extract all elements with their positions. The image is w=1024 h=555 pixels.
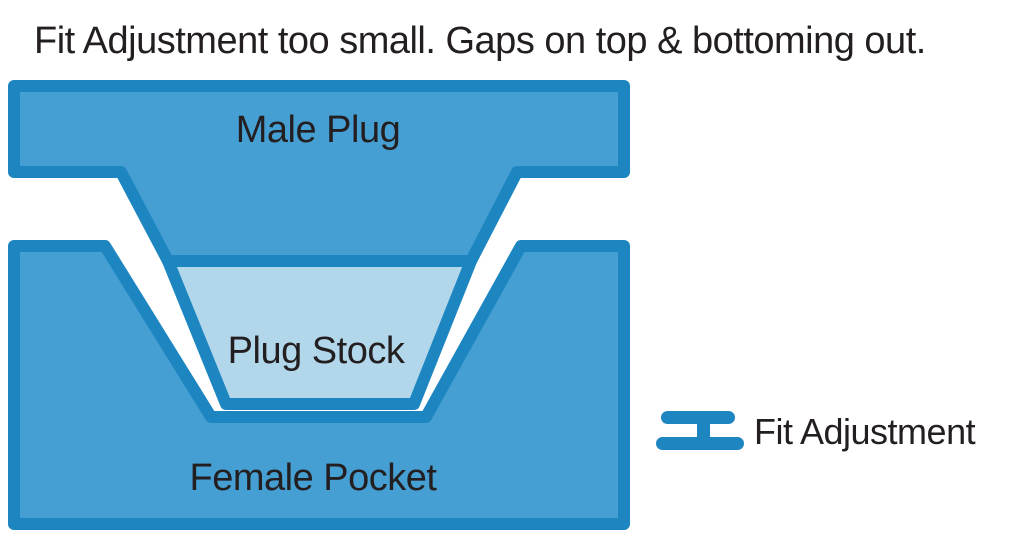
fit-adjustment-icon xyxy=(656,411,744,450)
fit-adjustment-label: Fit Adjustment xyxy=(754,411,976,452)
plug-stock-shape xyxy=(162,255,477,410)
diagram-title: Fit Adjustment too small. Gaps on top & … xyxy=(34,20,926,62)
female-pocket-label: Female Pocket xyxy=(190,457,438,499)
plug-stock-label: Plug Stock xyxy=(228,330,406,372)
female-pocket-shape xyxy=(8,240,630,530)
male-plug-label: Male Plug xyxy=(236,109,400,151)
